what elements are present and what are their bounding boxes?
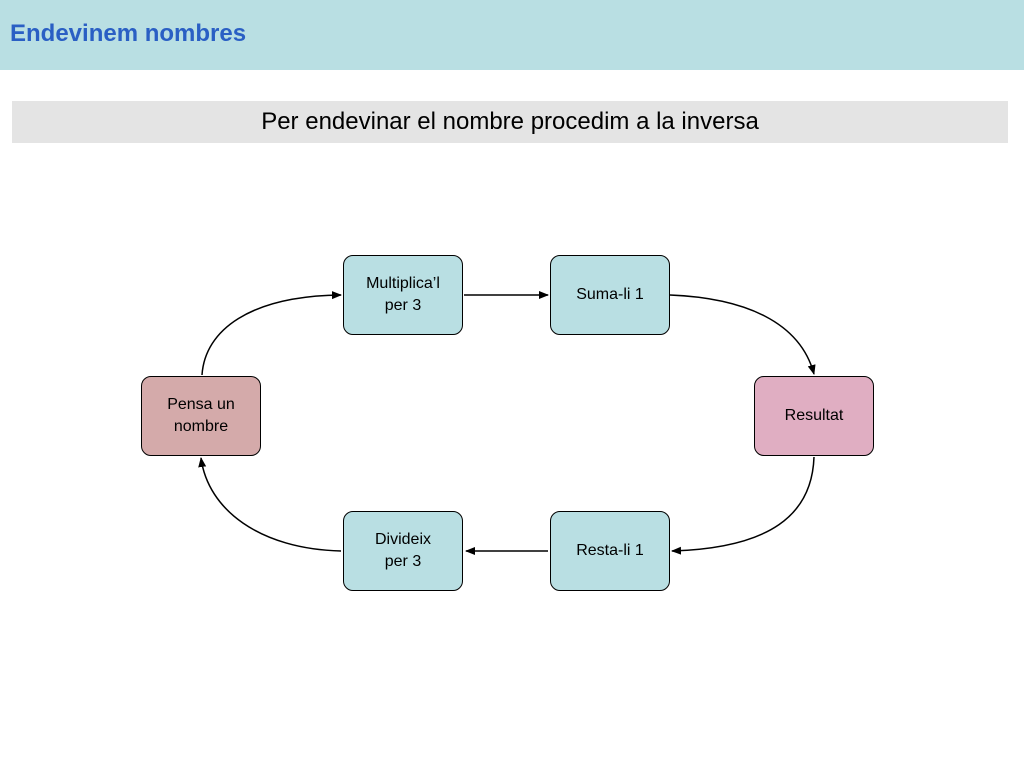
node-multiply-label: Multiplica’l per 3 xyxy=(366,275,440,314)
edge-start-to-mult xyxy=(201,291,342,376)
header-bar: Endevinem nombres xyxy=(0,0,1024,70)
node-start-label: Pensa un nombre xyxy=(167,396,235,435)
edge-result-to-sub xyxy=(671,456,815,555)
page-title: Endevinem nombres xyxy=(10,20,247,47)
edge-div-to-start xyxy=(198,457,342,552)
edge-add-to-result xyxy=(669,294,816,375)
subtitle: Per endevinar el nombre procedim a la in… xyxy=(261,108,759,135)
node-result-label: Resultat xyxy=(784,407,844,424)
node-start: Pensa un nombre xyxy=(141,376,261,456)
node-add-label: Suma-li 1 xyxy=(576,286,644,303)
node-multiply: Multiplica’l per 3 xyxy=(343,255,463,335)
node-add: Suma-li 1 xyxy=(550,255,670,335)
node-result: Resultat xyxy=(754,376,874,456)
node-divide: Divideix per 3 xyxy=(343,511,463,591)
node-divide-label: Divideix per 3 xyxy=(374,531,431,570)
node-subtract-label: Resta-li 1 xyxy=(576,542,644,559)
node-subtract: Resta-li 1 xyxy=(550,511,670,591)
subtitle-bar: Per endevinar el nombre procedim a la in… xyxy=(12,101,1008,143)
